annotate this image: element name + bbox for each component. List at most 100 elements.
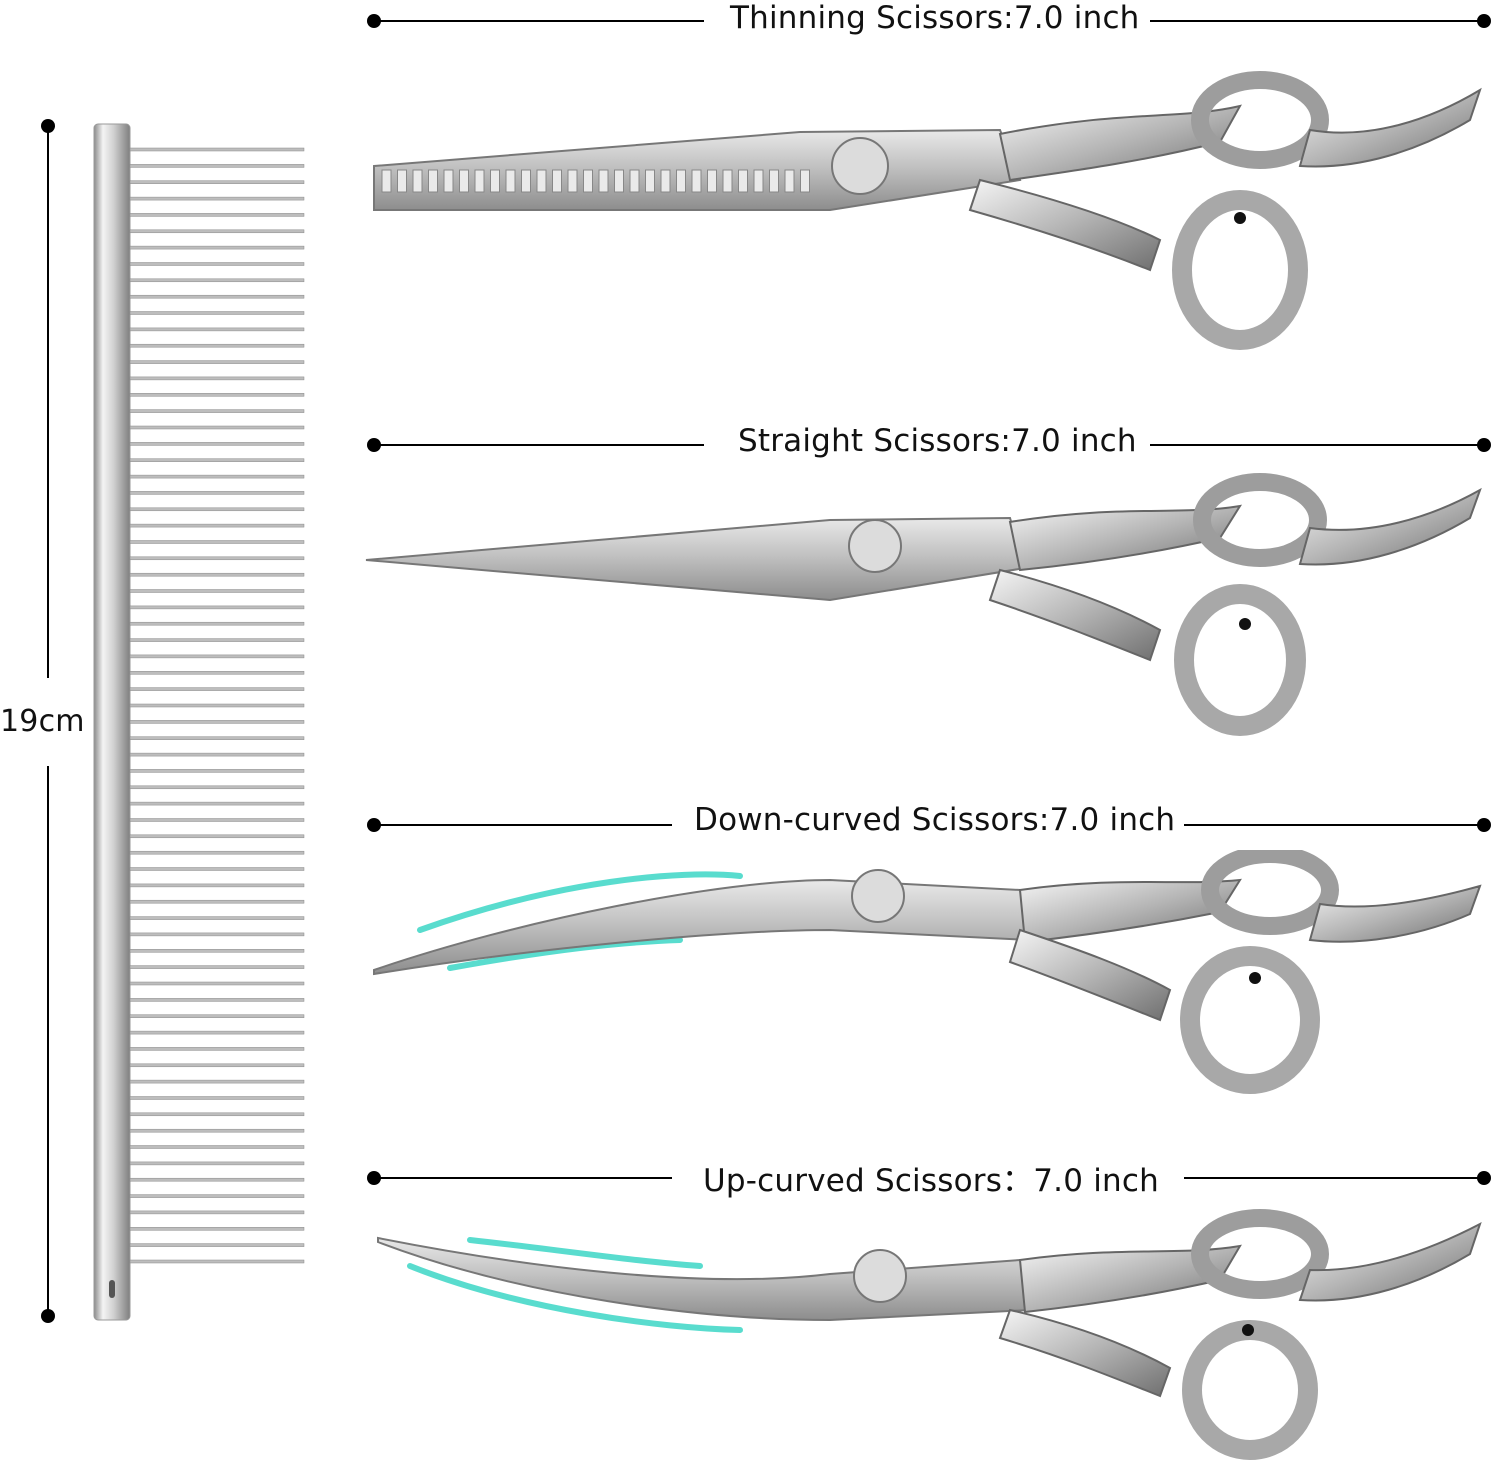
comb-tooth: [129, 311, 305, 315]
comb-tooth: [129, 899, 305, 904]
comb-tooth: [129, 229, 305, 234]
comb-tooth: [129, 491, 305, 495]
thinning-label: Thinning Scissors:7.0 inch: [730, 0, 1140, 36]
upcurved-rule-right-dot: [1477, 1171, 1491, 1185]
comb-tooth: [129, 801, 305, 806]
thinning-tooth: [459, 169, 469, 193]
comb-tooth: [129, 687, 305, 691]
comb-tooth: [129, 621, 305, 626]
comb-tooth: [129, 883, 305, 888]
comb-tooth: [129, 1259, 305, 1264]
comb-tooth: [129, 1210, 305, 1215]
comb-tooth: [129, 965, 305, 969]
pivot-screw: [831, 137, 889, 195]
thinning-rule-left: [374, 20, 704, 22]
upcurved-label: Up-curved Scissors：7.0 inch: [703, 1163, 1159, 1199]
thinning-tooth: [753, 169, 764, 193]
comb-tooth: [129, 916, 305, 920]
thinning-tooth: [722, 169, 733, 193]
comb-tooth: [129, 671, 305, 675]
upcurved-scissors: [377, 1209, 1482, 1460]
comb-tooth: [129, 164, 305, 168]
comb-tooth: [129, 376, 305, 381]
thinning-tooth: [598, 169, 609, 193]
thinning-tooth: [552, 169, 562, 193]
comb-tooth: [129, 1030, 305, 1035]
comb-tooth: [129, 654, 305, 659]
thinning-tooth: [536, 169, 547, 193]
thinning-tooth: [691, 169, 702, 193]
comb-tooth: [129, 736, 305, 740]
comb-tooth: [129, 556, 305, 561]
thinning-tooth: [583, 169, 593, 193]
thinning-tooth: [567, 169, 578, 193]
pivot-screw: [853, 1249, 907, 1303]
thinning-rule-right: [1150, 20, 1484, 22]
comb-tooth: [129, 278, 305, 283]
comb-tooth: [129, 540, 305, 544]
straight-rule-left: [374, 444, 704, 446]
comb-dimension-line-lower: [47, 766, 49, 1316]
thinning-tooth: [629, 169, 640, 193]
downcurved-scissors: [373, 850, 1482, 1094]
thinning-tooth: [474, 169, 485, 193]
comb-tooth: [129, 245, 305, 250]
upcurved-rule-left: [374, 1177, 672, 1179]
comb-tooth: [129, 1227, 305, 1231]
thinning-tooth: [800, 169, 810, 193]
comb-tooth: [129, 442, 305, 446]
comb-tooth: [129, 180, 305, 184]
comb-tooth: [129, 1047, 305, 1051]
comb-tooth: [129, 981, 305, 986]
straight-scissors: [365, 473, 1482, 736]
thinning-tooth: [381, 169, 392, 193]
motion-line-lower: [447, 937, 683, 971]
straight-rule-right-dot: [1477, 438, 1491, 452]
comb-tooth: [129, 998, 305, 1002]
comb-hanging-hole: [109, 1280, 115, 1298]
thinning-tooth: [660, 169, 671, 193]
comb-tooth: [129, 1096, 305, 1100]
thinning-tooth: [784, 169, 795, 193]
motion-line-upper: [467, 1237, 703, 1269]
comb-tooth: [129, 262, 305, 266]
downcurved-label: Down-curved Scissors:7.0 inch: [694, 802, 1176, 838]
comb-dimension-line-upper: [47, 126, 49, 678]
comb-tooth: [129, 818, 305, 822]
comb-tooth: [129, 769, 305, 773]
thinning-tooth: [645, 169, 655, 193]
thinning-tooth: [443, 169, 454, 193]
thinning-tooth: [521, 169, 531, 193]
comb-tooth: [129, 1014, 305, 1018]
thinning-tooth: [738, 169, 748, 193]
comb-tooth: [129, 474, 305, 479]
thinning-tooth: [412, 169, 423, 193]
comb-tooth: [129, 720, 305, 724]
comb-tooth: [129, 507, 305, 512]
comb-teeth: [129, 147, 305, 1264]
comb-tooth: [129, 425, 305, 430]
comb-tooth: [129, 834, 305, 839]
comb-tooth: [129, 213, 305, 217]
motion-line-upper: [417, 871, 743, 933]
grooming-comb: [93, 123, 305, 1321]
thinning-tooth: [490, 169, 500, 193]
comb-tooth: [129, 409, 305, 413]
comb-tooth: [129, 147, 305, 152]
comb-tooth: [129, 458, 305, 462]
pivot-screw: [848, 519, 902, 573]
thinning-tooth: [397, 169, 407, 193]
comb-tooth: [129, 1194, 305, 1198]
comb-tooth: [129, 294, 305, 299]
thinning-tooth: [428, 169, 438, 193]
comb-tooth: [129, 1177, 305, 1182]
downcurved-rule-left: [374, 824, 672, 826]
comb-tooth: [129, 1128, 305, 1133]
downcurved-rule-right: [1184, 824, 1484, 826]
comb-tooth: [129, 327, 305, 332]
comb-tooth: [129, 785, 305, 790]
thinning-tooth: [505, 169, 516, 193]
comb-length-label: 19cm: [0, 704, 85, 739]
motion-line-lower: [407, 1263, 743, 1333]
comb-tooth: [129, 1063, 305, 1068]
